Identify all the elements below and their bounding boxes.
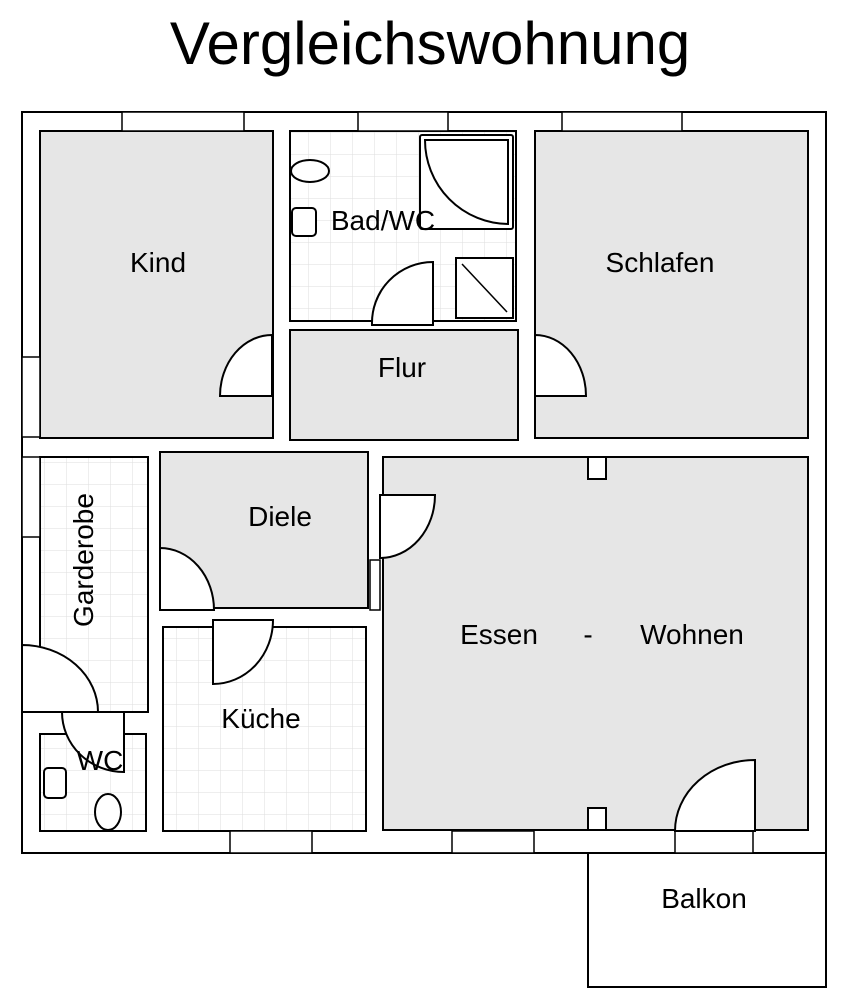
window-kueche <box>229 830 313 854</box>
label-wc: WC <box>77 745 124 776</box>
door-schlafen <box>534 333 588 397</box>
label-balkon: Balkon <box>661 883 747 914</box>
window-kind-side <box>21 356 41 438</box>
label-kind: Kind <box>130 247 186 278</box>
bad-sink-icon <box>291 207 317 237</box>
bathtub-basin <box>423 139 509 226</box>
window-garderobe <box>21 456 41 538</box>
plan-title: Vergleichswohnung <box>170 10 690 77</box>
label-bad: Bad/WC <box>331 205 435 236</box>
window-schlafen <box>561 111 683 132</box>
label-schlafen: Schlafen <box>606 247 715 278</box>
balkon <box>587 852 827 988</box>
wall-stub-top <box>587 456 607 480</box>
door-balkon <box>673 758 756 832</box>
label-diele: Diele <box>248 501 312 532</box>
bad-toilet-icon <box>290 159 330 183</box>
door-wohnen <box>379 494 437 560</box>
window-kind <box>121 111 245 132</box>
door-wc <box>60 711 125 774</box>
shower-diagonal <box>461 263 508 313</box>
window-balkon-door <box>674 830 754 854</box>
wc-sink-icon <box>43 767 67 799</box>
label-garderobe: Garderobe <box>68 493 99 627</box>
door-kind <box>218 333 273 397</box>
wc-toilet-icon <box>94 793 122 831</box>
window-wohnen <box>451 830 535 854</box>
label-flur: Flur <box>378 352 426 383</box>
window-diele-wall <box>369 559 381 611</box>
label-dash: - <box>583 619 592 650</box>
room-kueche <box>162 626 367 832</box>
door-bad <box>370 260 434 326</box>
door-kueche <box>212 619 275 686</box>
door-garderobe <box>159 546 216 611</box>
label-essen: Essen <box>460 619 538 650</box>
room-flur <box>289 329 519 441</box>
label-kueche: Küche <box>221 703 300 734</box>
wall-stub-bottom <box>587 807 607 831</box>
label-wohnen: Wohnen <box>640 619 744 650</box>
door-wc-entry <box>21 643 100 713</box>
window-bad <box>357 111 449 132</box>
